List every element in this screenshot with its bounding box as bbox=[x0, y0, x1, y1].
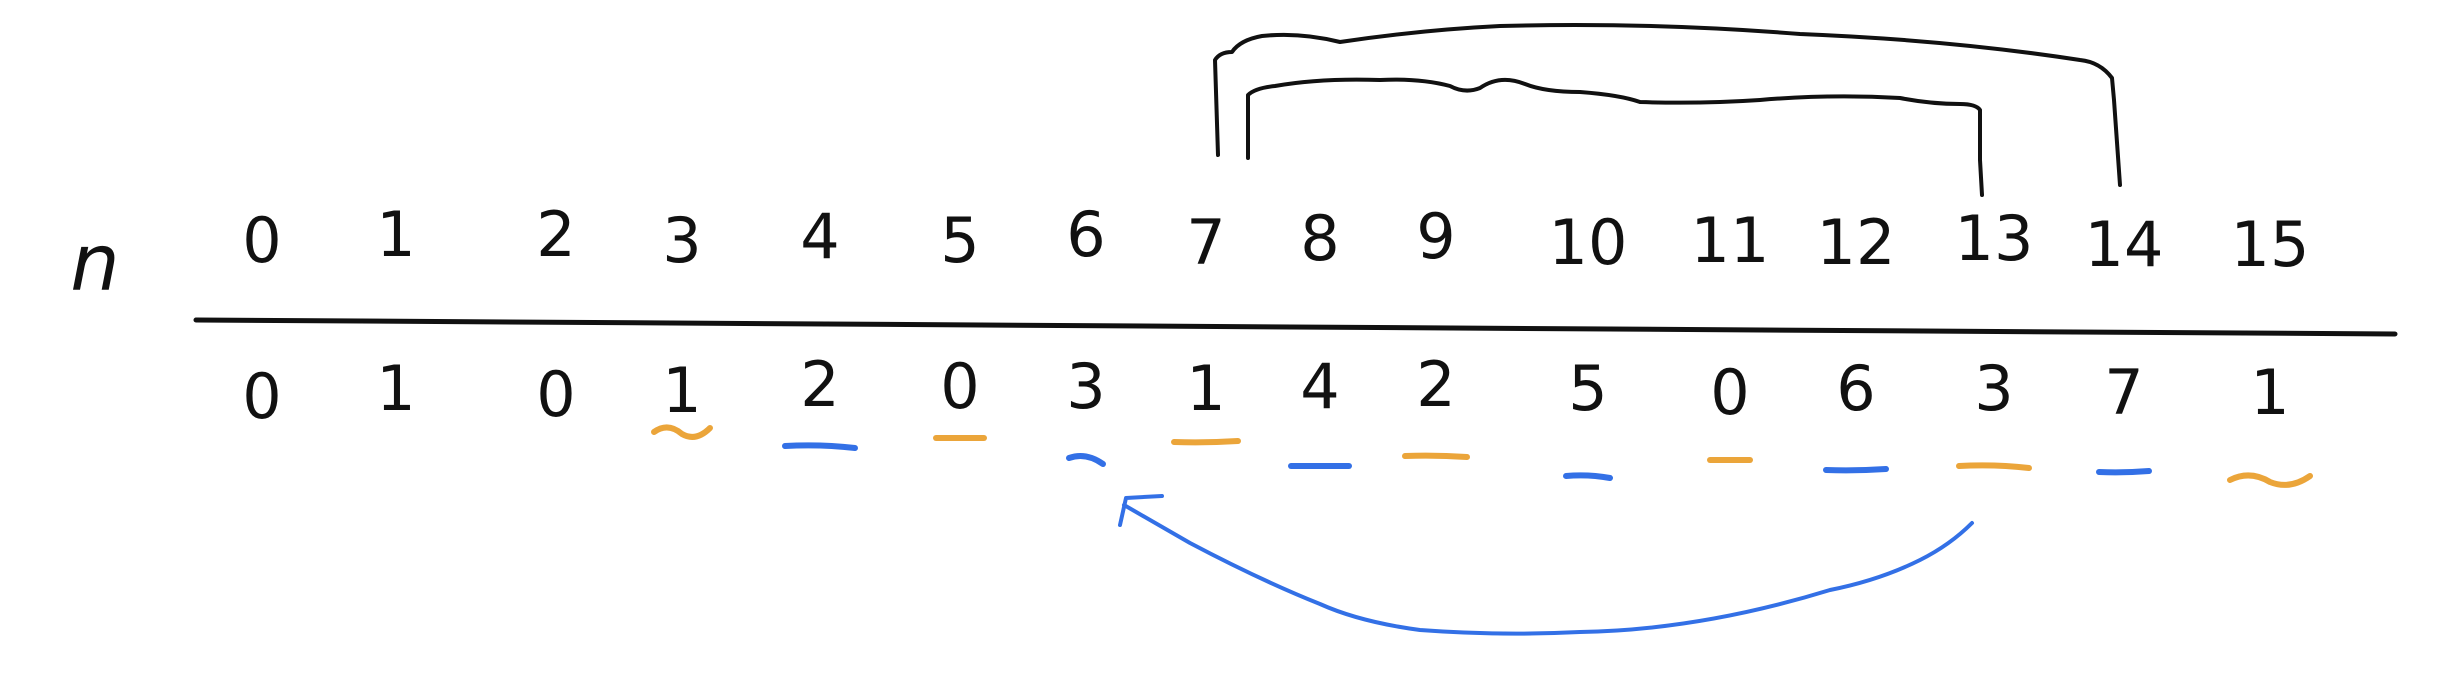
outer-bracket-7-14 bbox=[1213, 23, 2122, 187]
n-value-11: 11 bbox=[1691, 204, 1770, 277]
n-value-7: 7 bbox=[1186, 206, 1225, 279]
row-label-n: n bbox=[70, 219, 119, 309]
n-value-14: 14 bbox=[2085, 208, 2164, 281]
n-value-1: 1 bbox=[376, 198, 415, 271]
n-value-5: 5 bbox=[940, 204, 979, 277]
result-value-at-8: 4 bbox=[1300, 350, 1339, 423]
blue-underline-4 bbox=[782, 442, 858, 451]
orange-underline-15 bbox=[2227, 472, 2313, 488]
blue-underline-14 bbox=[2096, 468, 2152, 476]
result-value-at-12: 6 bbox=[1836, 352, 1875, 425]
blue-curved-arrow bbox=[1122, 503, 1974, 636]
n-value-8: 8 bbox=[1300, 202, 1339, 275]
blue-arrow-head bbox=[1118, 494, 1164, 527]
result-value-at-3: 1 bbox=[662, 354, 701, 427]
result-value-at-0: 0 bbox=[242, 360, 281, 433]
result-value-at-6: 3 bbox=[1066, 350, 1105, 423]
n-value-15: 15 bbox=[2231, 208, 2310, 281]
n-value-10: 10 bbox=[1549, 206, 1628, 279]
result-value-at-4: 2 bbox=[800, 348, 839, 421]
orange-underline-13 bbox=[1956, 462, 2032, 471]
blue-underline-10 bbox=[1563, 472, 1613, 481]
result-value-at-11: 0 bbox=[1710, 356, 1749, 429]
inner-bracket-8-13 bbox=[1246, 77, 1984, 197]
result-value-at-14: 7 bbox=[2104, 356, 2143, 429]
divider-line bbox=[193, 317, 2398, 337]
result-value-at-7: 1 bbox=[1186, 352, 1225, 425]
n-value-9: 9 bbox=[1416, 200, 1455, 273]
n-value-12: 12 bbox=[1817, 206, 1896, 279]
result-value-at-1: 1 bbox=[376, 352, 415, 425]
result-value-at-2: 0 bbox=[536, 358, 575, 431]
result-value-at-13: 3 bbox=[1974, 352, 2013, 425]
result-value-at-5: 0 bbox=[940, 350, 979, 423]
result-values-row: 0 1 0 1 2 0 3 1 4 2 5 0 6 3 7 1 bbox=[242, 348, 2289, 433]
n-value-3: 3 bbox=[662, 204, 701, 277]
orange-underline-7 bbox=[1171, 438, 1241, 446]
orange-underline-9 bbox=[1402, 452, 1470, 460]
result-value-at-15: 1 bbox=[2250, 356, 2289, 429]
n-value-2: 2 bbox=[536, 198, 575, 271]
blue-underline-6 bbox=[1066, 453, 1106, 467]
n-value-6: 6 bbox=[1066, 198, 1105, 271]
blue-underline-12 bbox=[1823, 466, 1889, 474]
result-value-at-10: 5 bbox=[1568, 352, 1607, 425]
result-value-at-9: 2 bbox=[1416, 348, 1455, 421]
n-value-13: 13 bbox=[1955, 202, 2034, 275]
n-value-0: 0 bbox=[242, 204, 281, 277]
underline-marks bbox=[651, 424, 2313, 488]
orange-underline-3 bbox=[651, 424, 713, 440]
n-value-4: 4 bbox=[800, 200, 839, 273]
